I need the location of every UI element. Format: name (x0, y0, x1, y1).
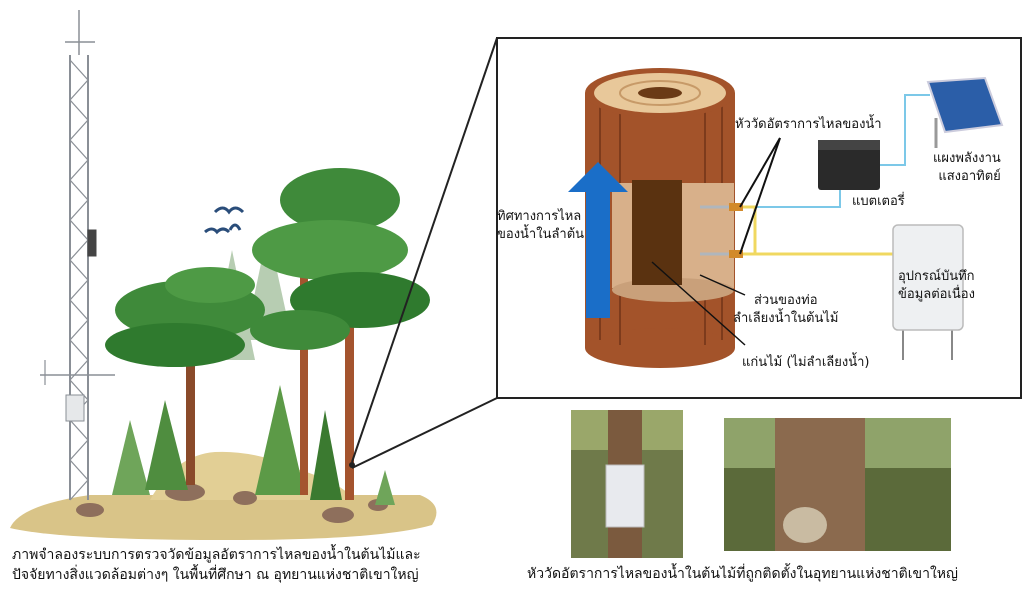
tree-crown (252, 220, 408, 280)
leader-line (739, 137, 781, 208)
cable-yellow (743, 205, 757, 254)
rock (76, 503, 104, 517)
left-caption: ภาพจำลองระบบการตรวจวัดข้อมูลอัตราการไหลข… (12, 547, 421, 583)
tree-trunk (345, 205, 354, 500)
small-conifer (112, 420, 150, 495)
field-photo-2 (724, 418, 951, 551)
battery-icon (818, 140, 880, 190)
zoom-line (351, 397, 498, 469)
tree-crown (165, 267, 255, 303)
zoom-line (351, 37, 498, 463)
small-conifer (255, 385, 305, 495)
tree-trunk (186, 355, 195, 485)
field-photo-1 (571, 410, 683, 558)
small-conifer (145, 400, 188, 490)
weather-tower (40, 10, 115, 501)
tree-trunk (300, 230, 308, 495)
solar-panel-label: แผงพลังงาน แสงอาทิตย์ (933, 151, 1001, 184)
heartwood-label: แก่นไม้ (ไม่ลำเลียงน้ำ) (742, 355, 870, 370)
bird (204, 227, 231, 235)
right-caption: หัววัดอัตราการไหลของน้ำในต้นไม้ที่ถูกติด… (527, 566, 958, 582)
forest-scene (10, 168, 437, 540)
rock (322, 507, 354, 523)
battery-label: แบตเตอรี่ (852, 194, 905, 209)
cable-yellow (743, 225, 895, 256)
tree-crown (280, 168, 400, 232)
tree-crown (105, 323, 245, 367)
sap-flow-sensor-label: หัววัดอัตราการไหลของน้ำ (735, 117, 882, 132)
bird (228, 223, 242, 231)
data-logger-label: อุปกรณ์บันทึก ข้อมูลต่อเนื่อง (898, 269, 975, 302)
small-conifer (310, 410, 342, 500)
flow-direction-label: ทิศทางการไหล ของน้ำในลำต้น (497, 209, 585, 242)
sap-flow-probes (700, 203, 743, 258)
leader-line (739, 137, 781, 255)
rock (233, 491, 257, 505)
bird (213, 206, 245, 215)
solar-panel-icon (926, 76, 1004, 148)
xylem-label: ส่วนของท่อ ลำเลียงน้ำในต้นไม้ (733, 293, 839, 326)
data-logger-icon (892, 224, 964, 360)
leader-line (699, 274, 746, 296)
tree-crown (250, 310, 350, 350)
small-conifer (375, 470, 395, 505)
ground-island (10, 495, 437, 540)
leader-line (651, 261, 746, 346)
flow-direction-arrow (568, 162, 628, 318)
